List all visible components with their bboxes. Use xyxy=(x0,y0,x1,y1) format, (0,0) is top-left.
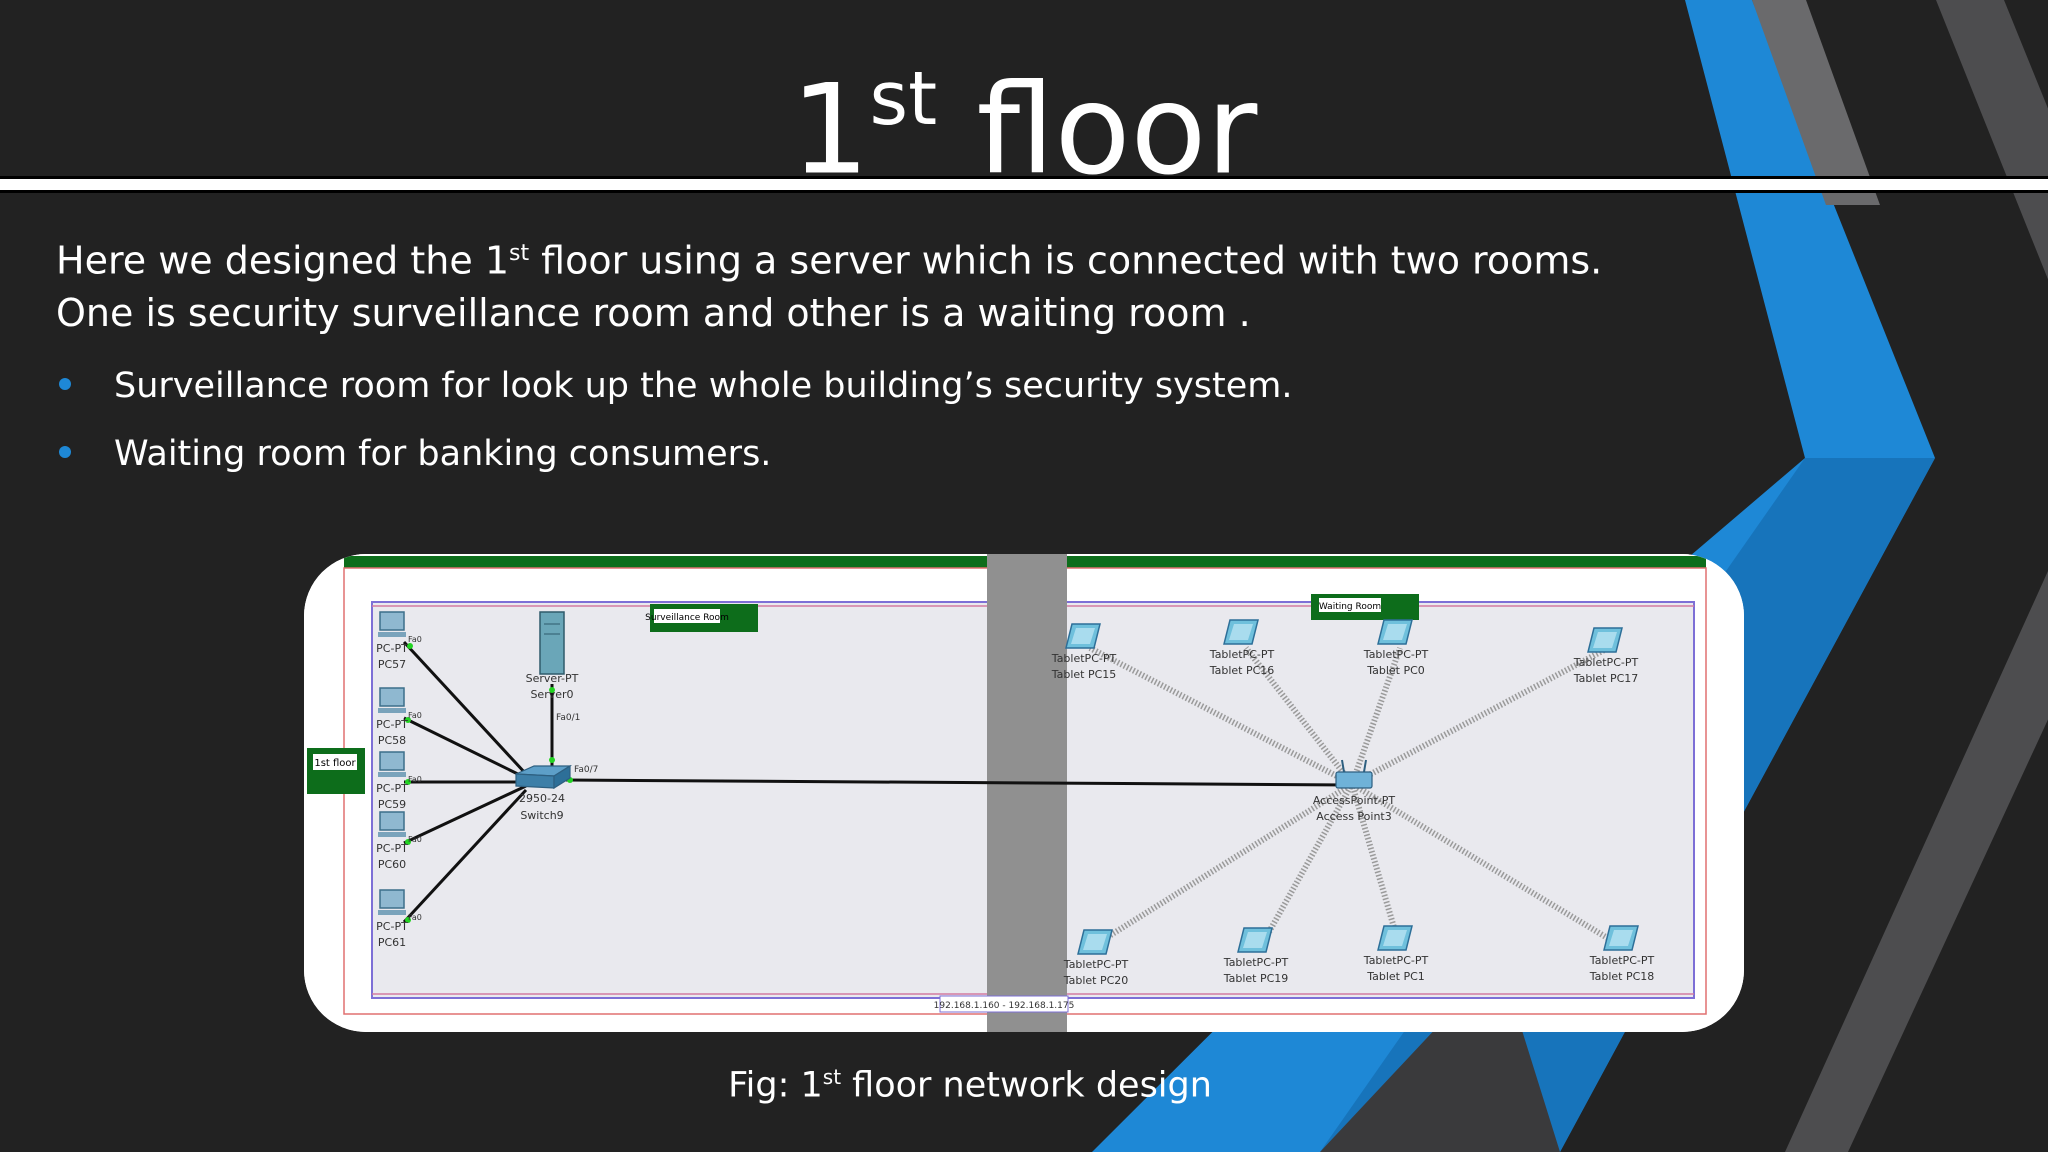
tablet-screen-icon xyxy=(1229,624,1253,640)
figure-caption: Fig: 1st floor network design xyxy=(728,1065,1212,1106)
pc-name-label: PC59 xyxy=(378,798,406,811)
tablet-name-label: Tablet PC1 xyxy=(1366,970,1425,983)
tablet-type-label: TabletPC-PT xyxy=(1573,656,1639,669)
pc-node: PC-PT PC60 Fa0 xyxy=(376,811,422,871)
tablet-name-label: Tablet PC15 xyxy=(1051,668,1117,681)
waiting-room-area xyxy=(1063,601,1695,999)
access-point-name-label: Access Point3 xyxy=(1316,810,1391,823)
tablet-type-label: TabletPC-PT xyxy=(1223,956,1289,969)
pc-type-label: PC-PT xyxy=(376,842,408,855)
pc-type-label: PC-PT xyxy=(376,920,408,933)
surveillance-room-area xyxy=(371,601,1055,999)
pc-name-label: PC57 xyxy=(378,658,406,671)
pc-port-label: Fa0 xyxy=(408,913,422,922)
access-point-icon xyxy=(1335,759,1373,789)
access-point-type-label: AccessPoint-PT xyxy=(1313,794,1396,807)
network-diagram: 1st floor Surveillance Room Waiting Room xyxy=(304,554,1744,1032)
pc-node: PC-PT PC57 Fa0 xyxy=(376,611,422,671)
pc-port-label: Fa0 xyxy=(408,835,422,844)
tablet-type-label: TabletPC-PT xyxy=(1363,954,1429,967)
pc-base-icon xyxy=(378,772,406,777)
pc-port-label: Fa0 xyxy=(408,635,422,644)
ip-range-label: 192.168.1.160 - 192.168.1.175 xyxy=(934,1001,1075,1011)
bullet-dot-icon xyxy=(59,378,71,390)
pc-name-label: PC60 xyxy=(378,858,406,871)
tablet-screen-icon xyxy=(1071,628,1095,644)
tablet-node: TabletPC-PT Tablet PC16 xyxy=(1209,619,1275,677)
tablet-screen-icon xyxy=(1593,632,1617,648)
tablet-name-label: Tablet PC20 xyxy=(1063,974,1129,987)
pc-node: PC-PT PC59 Fa0 xyxy=(376,751,422,811)
tablet-node: TabletPC-PT Tablet PC15 xyxy=(1051,623,1117,681)
tablet-name-label: Tablet PC19 xyxy=(1223,972,1289,985)
bullet-item: Waiting room for banking consumers. xyxy=(56,420,1556,488)
pc-port-label: Fa0 xyxy=(408,775,422,784)
tablet-type-label: TabletPC-PT xyxy=(1209,648,1275,661)
network-diagram-figure: 1st floor Surveillance Room Waiting Room xyxy=(304,554,1744,1032)
tablet-screen-icon xyxy=(1083,934,1107,950)
pc-base-icon xyxy=(378,632,406,637)
tablet-type-label: TabletPC-PT xyxy=(1051,652,1117,665)
pc-monitor-icon xyxy=(379,889,405,909)
tablet-node: TabletPC-PT Tablet PC20 xyxy=(1063,929,1129,987)
tablet-node: TabletPC-PT Tablet PC19 xyxy=(1223,927,1289,985)
switch-port-up-label: Fa0/1 xyxy=(556,713,580,723)
floor-tag-label: 1st floor xyxy=(314,758,356,769)
tablet-screen-icon xyxy=(1383,930,1407,946)
pc-name-label: PC61 xyxy=(378,936,406,949)
tablet-screen-icon xyxy=(1243,932,1267,948)
intro-paragraph: Here we designed the 1st floor using a s… xyxy=(56,238,1603,335)
pc-node: PC-PT PC58 Fa0 xyxy=(376,687,422,747)
tablet-name-label: Tablet PC16 xyxy=(1209,664,1275,677)
tablet-screen-icon xyxy=(1383,624,1407,640)
surveillance-room-label: Surveillance Room xyxy=(645,613,729,623)
room-divider xyxy=(987,554,1067,1032)
switch-name-label: Switch9 xyxy=(520,809,563,822)
pc-type-label: PC-PT xyxy=(376,782,408,795)
bullet-item: Surveillance room for look up the whole … xyxy=(56,352,1556,420)
tablet-node: TabletPC-PT Tablet PC17 xyxy=(1573,627,1639,685)
pc-base-icon xyxy=(378,910,406,915)
server-icon xyxy=(539,611,565,675)
pc-monitor-icon xyxy=(379,811,405,831)
waiting-room-label: Waiting Room xyxy=(1319,602,1381,612)
pc-name-label: PC58 xyxy=(378,734,406,747)
pc-base-icon xyxy=(378,832,406,837)
server-type-label: Server-PT xyxy=(526,672,579,685)
tablet-screen-icon xyxy=(1609,930,1633,946)
switch-icon xyxy=(515,764,573,790)
pc-type-label: PC-PT xyxy=(376,718,408,731)
tablet-name-label: Tablet PC18 xyxy=(1589,970,1655,983)
switch-port-right-label: Fa0/7 xyxy=(574,765,598,775)
wireless-links xyxy=(1088,645,1626,951)
tablet-node: TabletPC-PT Tablet PC18 xyxy=(1589,925,1655,983)
server-name-label: Server0 xyxy=(530,688,573,701)
pc-port-label: Fa0 xyxy=(408,711,422,720)
tablet-node: TabletPC-PT Tablet PC1 xyxy=(1363,925,1429,983)
tablet-name-label: Tablet PC17 xyxy=(1573,672,1639,685)
switch-type-label: 2950-24 xyxy=(519,792,565,805)
tablet-type-label: TabletPC-PT xyxy=(1063,958,1129,971)
tablet-name-label: Tablet PC0 xyxy=(1366,664,1425,677)
pc-type-label: PC-PT xyxy=(376,642,408,655)
bullet-dot-icon xyxy=(59,446,71,458)
title-divider xyxy=(0,176,2048,193)
tablet-type-label: TabletPC-PT xyxy=(1363,648,1429,661)
pc-monitor-icon xyxy=(379,611,405,631)
pc-node: PC-PT PC61 Fa0 xyxy=(376,889,422,949)
tablet-node: TabletPC-PT Tablet PC0 xyxy=(1363,619,1429,677)
pc-base-icon xyxy=(378,708,406,713)
pc-monitor-icon xyxy=(379,751,405,771)
bullet-list: Surveillance room for look up the whole … xyxy=(56,352,1556,488)
pc-monitor-icon xyxy=(379,687,405,707)
tablet-type-label: TabletPC-PT xyxy=(1589,954,1655,967)
